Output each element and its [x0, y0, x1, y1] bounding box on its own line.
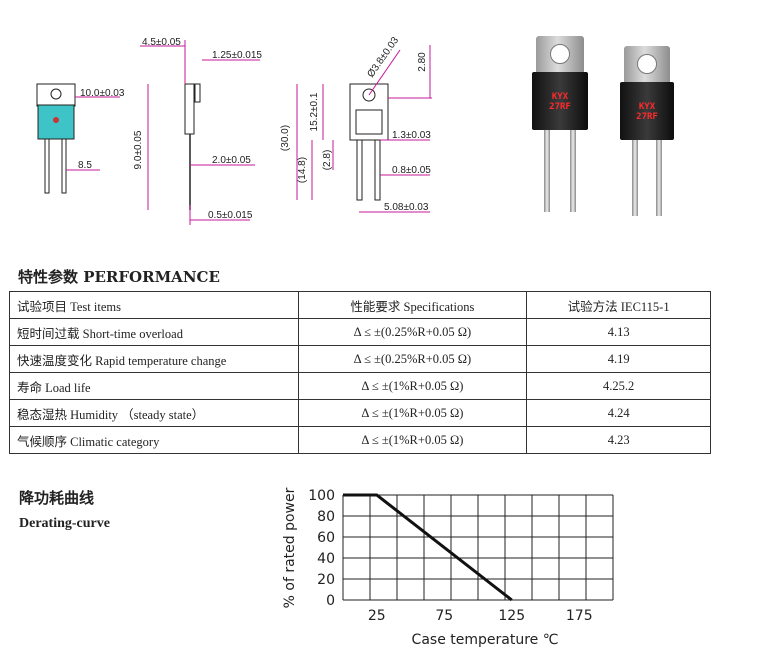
dim-lead-pitch: 5.08±0.03 — [384, 202, 429, 213]
table-row: 快速温度变化 Rapid temperature change Δ ≤ ±(0.… — [9, 345, 711, 373]
dim-lead-thickness: 1.3±0.03 — [392, 130, 431, 141]
cell-item: 稳态湿热 Humidity （steady state） — [9, 399, 299, 427]
component-right: KYX 27RF — [618, 46, 678, 216]
x-tick-label: 75 — [435, 608, 453, 624]
header-specifications: 性能要求 Specifications — [297, 291, 528, 319]
chart-x-ticks: 25 75 125 175 — [368, 608, 593, 624]
cell-method: 4.25.2 — [526, 372, 711, 400]
cell-item: 气候顺序 Climatic category — [9, 426, 299, 454]
chart-y-axis-label: % of rated power — [282, 487, 298, 608]
y-tick-label: 80 — [317, 509, 335, 525]
cell-item: 短时间过载 Short-time overload — [9, 318, 299, 346]
front-view-drawing: 10.0±0.03 8.5 — [36, 83, 125, 194]
component-left: KYX 27RF — [530, 36, 590, 216]
dim-body-length: 15.2±0.1 — [309, 92, 320, 131]
x-tick-label: 175 — [566, 608, 593, 624]
cell-method: 4.19 — [526, 345, 711, 373]
x-tick-label: 25 — [368, 608, 386, 624]
dim-small-length: (2.8) — [322, 150, 333, 171]
cell-method: 4.13 — [526, 318, 711, 346]
cell-item: 寿命 Load life — [9, 372, 299, 400]
component-mark-line2: 27RF — [636, 112, 658, 122]
cell-method: 4.23 — [526, 426, 711, 454]
header-test-method: 试验方法 IEC115-1 — [526, 291, 711, 319]
component-photo: KYX 27RF KYX 27RF — [520, 30, 700, 220]
cell-spec: Δ ≤ ±(1%R+0.05 Ω) — [297, 426, 528, 454]
dim-side-height: 9.0±0.05 — [133, 130, 144, 169]
dim-side-lead-width: 0.5±0.015 — [208, 210, 253, 221]
component-mark-line1: KYX — [551, 92, 569, 102]
y-tick-label: 60 — [317, 530, 335, 546]
table-row: 寿命 Load life Δ ≤ ±(1%R+0.05 Ω) 4.25.2 — [9, 372, 711, 400]
dim-lower-length: (14.8) — [297, 157, 308, 183]
y-tick-label: 100 — [308, 488, 335, 504]
outline-view-drawing: Ø3.8±0.03 2.80 (30.0) 15.2±0.1 (14.8) (2… — [280, 35, 432, 213]
component-mark-line1: KYX — [638, 102, 656, 112]
cell-item: 快速温度变化 Rapid temperature change — [9, 345, 299, 373]
dim-hole-diameter: Ø3.8±0.03 — [365, 35, 401, 80]
cell-spec: Δ ≤ ±(0.25%R+0.05 Ω) — [297, 345, 528, 373]
header-test-items: 试验项目 Test items — [9, 291, 299, 319]
performance-title: 特性参数 PERFORMANCE — [18, 268, 220, 286]
dim-tab-top: 2.80 — [417, 52, 428, 72]
chart-y-ticks: 0 20 40 60 80 100 — [308, 488, 335, 609]
performance-table: 试验项目 Test items 性能要求 Specifications 试验方法… — [9, 291, 711, 454]
table-header-row: 试验项目 Test items 性能要求 Specifications 试验方法… — [9, 291, 711, 319]
table-row: 短时间过载 Short-time overload Δ ≤ ±(0.25%R+0… — [9, 318, 711, 346]
y-tick-label: 20 — [317, 572, 335, 588]
dim-total-length: (30.0) — [280, 125, 291, 151]
dim-side-pitch: 2.0±0.05 — [212, 155, 251, 166]
x-tick-label: 125 — [498, 608, 525, 624]
chart-grid — [342, 494, 614, 601]
cell-spec: Δ ≤ ±(1%R+0.05 Ω) — [297, 372, 528, 400]
dim-side-lead-thickness: 1.25±0.015 — [212, 50, 262, 61]
derating-series-line — [343, 493, 513, 602]
dim-lead-width: 0.8±0.05 — [392, 165, 431, 176]
derating-title-en: Derating-curve — [19, 516, 110, 531]
cell-spec: Δ ≤ ±(0.25%R+0.05 Ω) — [297, 318, 528, 346]
table-row: 稳态湿热 Humidity （steady state） Δ ≤ ±(1%R+0… — [9, 399, 711, 427]
y-tick-label: 0 — [326, 593, 335, 609]
y-tick-label: 40 — [317, 551, 335, 567]
chart-x-axis-label: Case temperature ℃ — [412, 632, 559, 648]
dim-lead-length: 8.5 — [78, 160, 92, 171]
component-mark-line2: 27RF — [549, 102, 571, 112]
table-row: 气候顺序 Climatic category Δ ≤ ±(1%R+0.05 Ω)… — [9, 426, 711, 454]
side-view-drawing: 4.5±0.05 1.25±0.015 9.0±0.05 2.0±0.05 0.… — [133, 37, 262, 225]
dim-side-tab-thickness: 4.5±0.05 — [142, 37, 181, 48]
derating-title-cn: 降功耗曲线 — [19, 489, 95, 507]
package-dimension-drawings: 10.0±0.03 8.5 4.5±0.05 1.25±0.015 9.0±0.… — [36, 35, 432, 225]
cell-method: 4.24 — [526, 399, 711, 427]
cell-spec: Δ ≤ ±(1%R+0.05 Ω) — [297, 399, 528, 427]
dim-front-width: 10.0±0.03 — [80, 88, 125, 99]
derating-chart: 0 20 40 60 80 100 25 75 125 175 % of rated power… — [282, 487, 614, 648]
